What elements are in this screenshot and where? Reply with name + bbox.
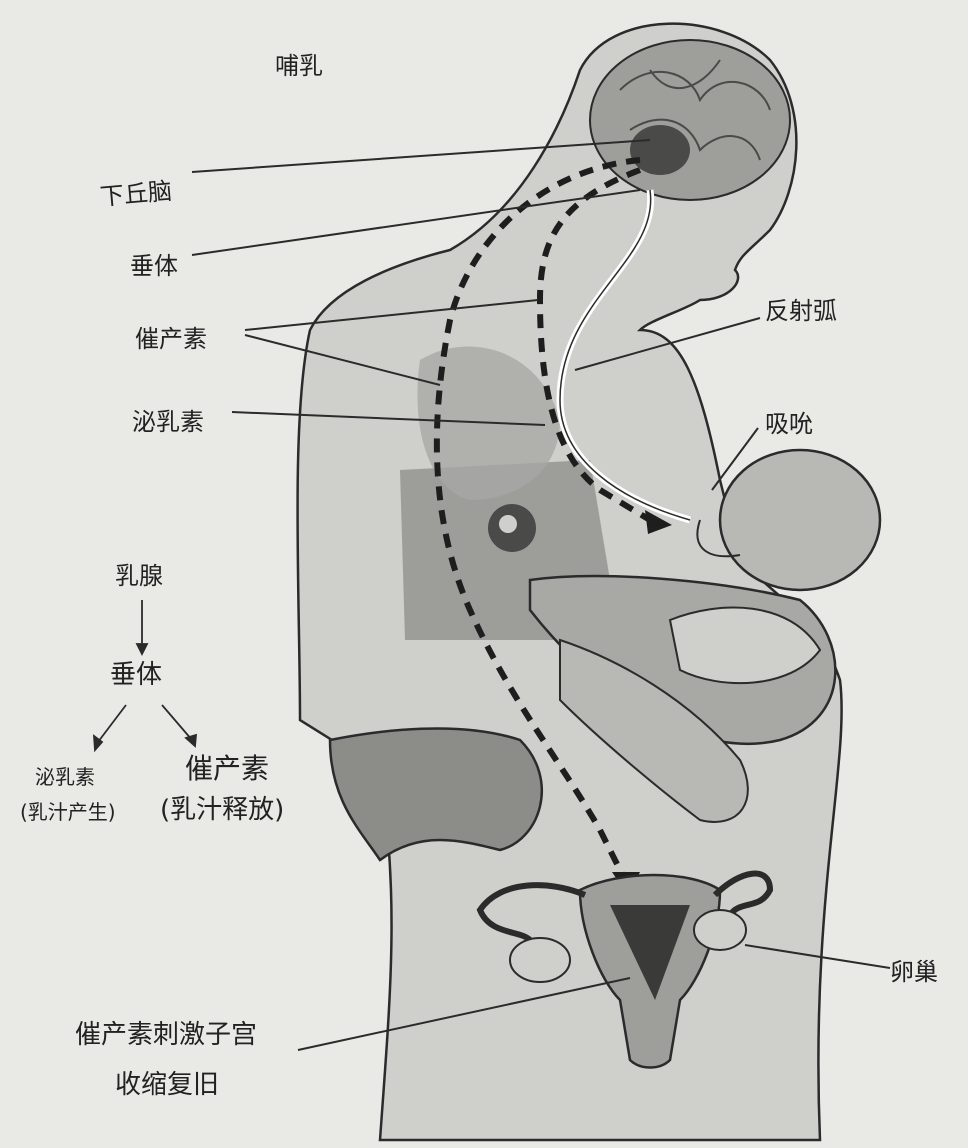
- flowchart-milk-production: (乳汁产生): [20, 800, 116, 824]
- page-title: 哺乳: [275, 52, 323, 80]
- baby-head: [718, 448, 882, 592]
- mother-forearm: [559, 638, 749, 823]
- label-suckling: 吸吮: [765, 410, 813, 438]
- leader-ovary: [744, 944, 891, 969]
- brain: [589, 39, 791, 201]
- label-oxytocin: 催产素: [135, 325, 207, 353]
- prolactin-arrowhead: [645, 510, 672, 534]
- flowchart-milk-release: (乳汁释放): [160, 795, 285, 825]
- prolactin-path: [536, 167, 652, 523]
- reflex-arc-outline: [559, 189, 691, 521]
- flowchart-arrows: [92, 600, 198, 753]
- arrow-pituitary-to-oxytocin: [161, 704, 193, 741]
- oxytocin-path-left: [433, 157, 641, 882]
- label-uterus-line2: 收缩复旧: [115, 1070, 220, 1100]
- arrow-gland-to-pituitary-head: [135, 643, 149, 657]
- leader-hypothalamus: [191, 139, 651, 173]
- label-pituitary: 垂体: [130, 252, 178, 280]
- flowchart-oxytocin: 催产素: [185, 752, 270, 785]
- flowchart-pituitary: 垂体: [110, 660, 163, 690]
- baby-legs: [328, 727, 544, 862]
- flowchart-mammary-gland: 乳腺: [115, 562, 163, 590]
- label-prolactin: 泌乳素: [132, 408, 204, 436]
- label-reflex-arc: 反射弧: [765, 297, 837, 325]
- arrow-pituitary-to-prolactin-head: [92, 734, 104, 753]
- right-fallopian-tube: [712, 870, 774, 917]
- leader-prolactin: [231, 411, 546, 426]
- brain-folds: [619, 59, 771, 161]
- arrow-pituitary-to-oxytocin-head: [184, 733, 198, 748]
- label-uterus-line1: 催产素刺激子宫: [75, 1020, 258, 1050]
- baby-face: [696, 519, 741, 558]
- left-fallopian-tube: [476, 882, 587, 943]
- label-ovary: 卵巢: [890, 958, 938, 986]
- uterus-cavity: [610, 905, 690, 1000]
- leader-oxytocin-a: [244, 299, 539, 331]
- leader-lines: [191, 139, 891, 1051]
- nipple: [499, 515, 517, 533]
- leader-oxytocin-b: [244, 334, 441, 386]
- leader-pituitary: [191, 189, 641, 256]
- hypothalamus-region: [630, 125, 690, 175]
- leader-reflex-arc: [574, 317, 761, 371]
- leader-suckling: [711, 427, 759, 491]
- leader-uterus: [297, 977, 631, 1051]
- flowchart-prolactin: 泌乳素: [35, 765, 95, 789]
- mother-hand: [668, 606, 822, 685]
- right-ovary: [693, 909, 747, 951]
- arrow-pituitary-to-prolactin: [97, 704, 127, 743]
- left-ovary: [509, 937, 571, 983]
